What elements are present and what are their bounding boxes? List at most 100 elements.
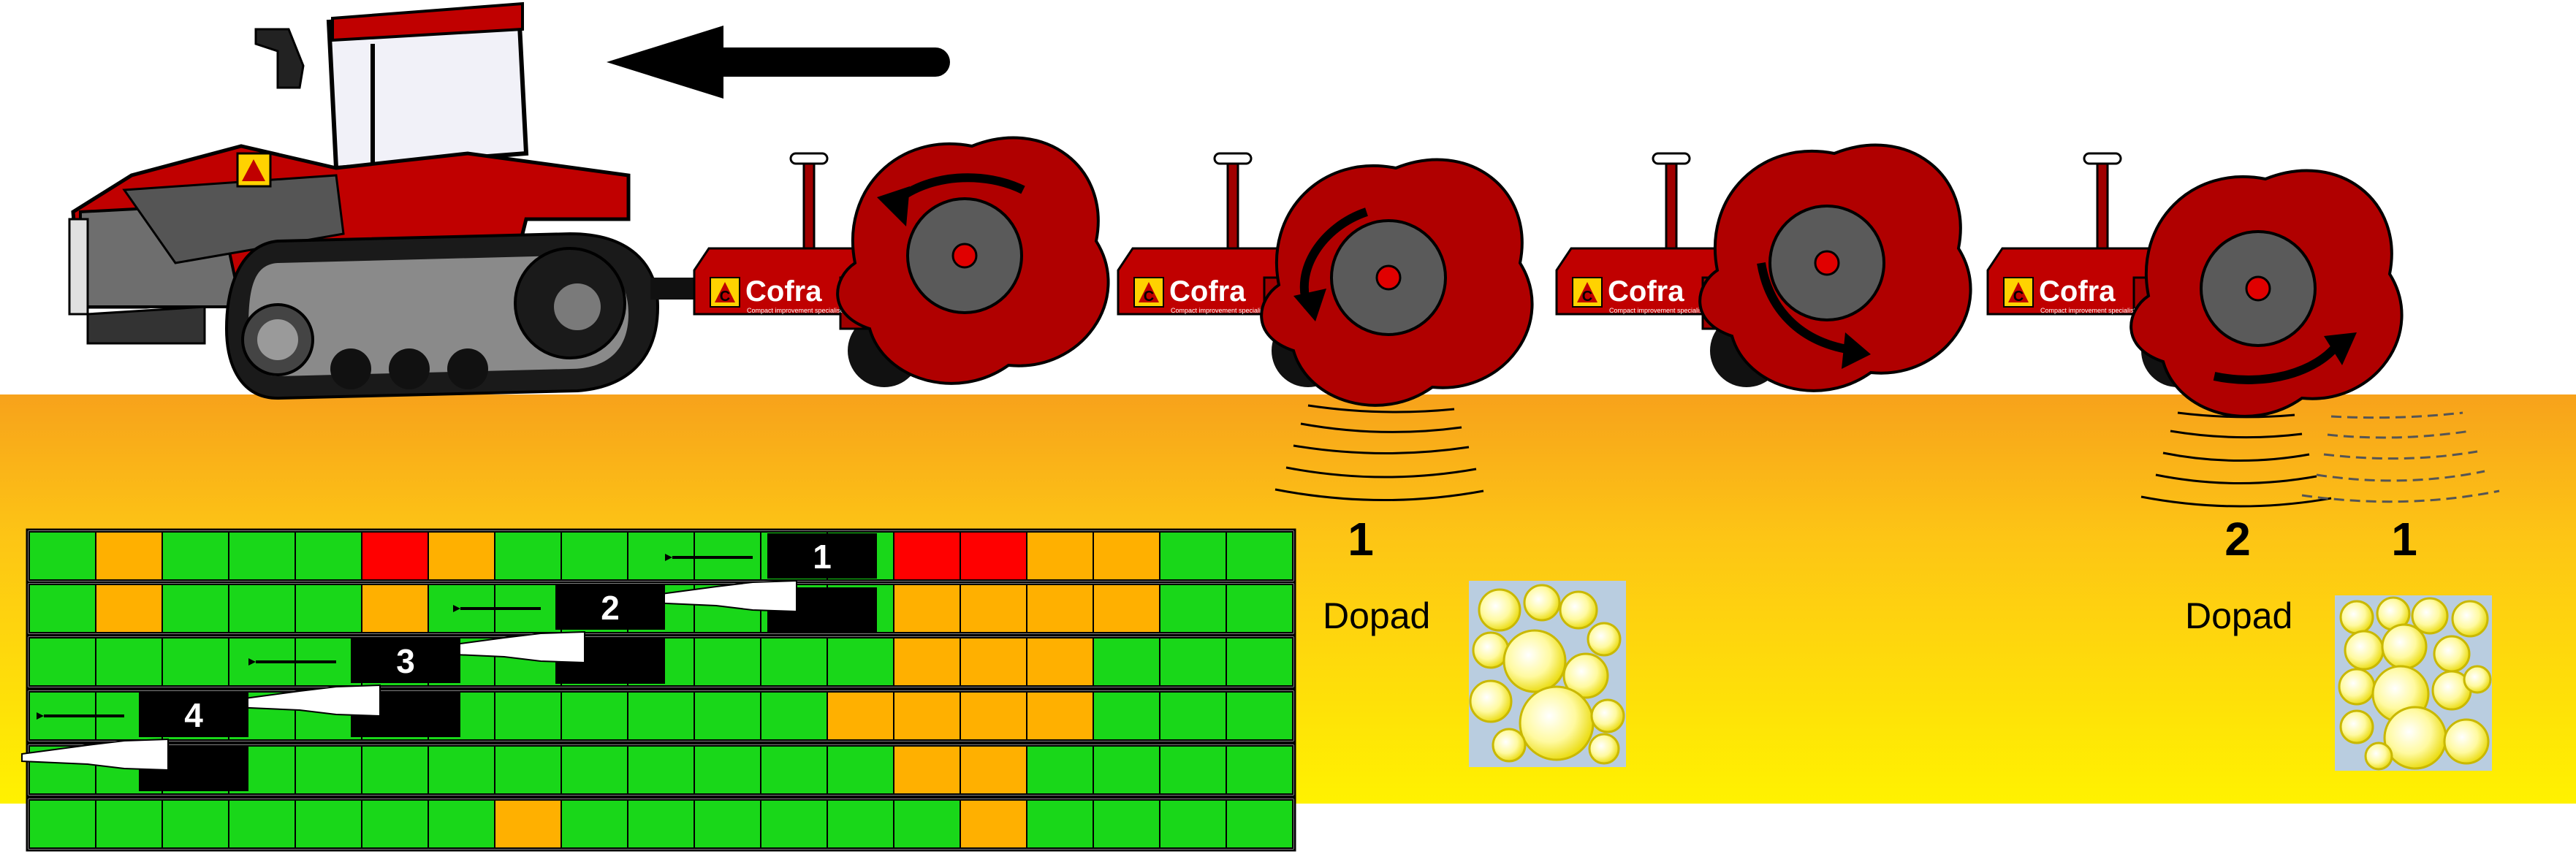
arrow-left-icon [607, 26, 950, 99]
grid-cell [893, 745, 961, 795]
grid-cell [627, 691, 695, 741]
tractor-icon [68, 1, 709, 400]
pass-number: 4 [184, 696, 203, 734]
pass-block [555, 584, 665, 630]
grid-cell [561, 799, 628, 849]
grid-cell [1026, 531, 1094, 581]
grid-cell [893, 637, 961, 687]
grid-cell [95, 637, 163, 687]
grid-cell [827, 637, 894, 687]
grid-cell [162, 799, 229, 849]
grid-cell [1226, 799, 1293, 849]
pass-marker-2: 2 [438, 584, 665, 684]
grid-cell [760, 637, 828, 687]
grid-cell [960, 799, 1027, 849]
grid-cell [428, 799, 495, 849]
grid-cell [893, 584, 961, 633]
grid-cell [361, 799, 429, 849]
grid-cell [561, 691, 628, 741]
grid-cell [494, 745, 562, 795]
grid-cell [561, 745, 628, 795]
pass-drawbar [21, 738, 169, 771]
grid-cell [1026, 584, 1094, 633]
pass-marker-1: 1 [650, 533, 877, 633]
grid-cell [1093, 637, 1160, 687]
grid-cell [694, 637, 761, 687]
grid-cell [1026, 745, 1094, 795]
right-compaction-label: Dopad [2185, 595, 2292, 636]
grid-cell [295, 745, 362, 795]
soil-particles-icon [1469, 581, 1626, 767]
pass-marker-3: 3 [233, 638, 460, 737]
grid-cell [428, 531, 495, 581]
impact-waves-right [2140, 411, 2332, 508]
pass-drawbar [650, 579, 797, 613]
grid-cell [893, 799, 961, 849]
grid-cell [960, 637, 1027, 687]
grid-cell [1093, 531, 1160, 581]
pass-number: 2 [601, 589, 620, 627]
grid-cell [1026, 637, 1094, 687]
grid-cell [827, 745, 894, 795]
grid-cell [228, 799, 296, 849]
grid-cell [561, 531, 628, 581]
grid-cell [162, 637, 229, 687]
grid-cell [627, 745, 695, 795]
grid-cell [428, 745, 495, 795]
grid-cell [960, 584, 1027, 633]
impact-waves-dashed [2301, 411, 2500, 503]
grid-cell [29, 531, 96, 581]
grid-cell [694, 745, 761, 795]
grid-cell [29, 637, 96, 687]
grid-cell [1226, 745, 1293, 795]
grid-cell [694, 799, 761, 849]
grid-cell [960, 691, 1027, 741]
grid-cell [295, 799, 362, 849]
grid-cell [228, 584, 296, 633]
pass-marker-4: 4 [21, 692, 248, 791]
grid-cell [694, 691, 761, 741]
grid-cell [29, 584, 96, 633]
grid-cell [760, 745, 828, 795]
grid-cell [494, 799, 562, 849]
grid-cell [960, 531, 1027, 581]
grid-cell [1159, 584, 1227, 633]
grid-cell [1026, 799, 1094, 849]
compaction-grid [26, 528, 1296, 852]
grid-cell [295, 584, 362, 633]
grid-cell [95, 531, 163, 581]
grid-cell [361, 584, 429, 633]
grid-cell [1226, 637, 1293, 687]
grid-cell [29, 799, 96, 849]
left-compaction-label: Dopad [1323, 595, 1430, 636]
grid-cell [1026, 691, 1094, 741]
pass-markers: 1 2 3 4 [21, 533, 877, 791]
pass-number: 3 [396, 642, 415, 680]
grid-cell [1093, 745, 1160, 795]
grid-cell [95, 584, 163, 633]
grid-cell [494, 691, 562, 741]
grid-cell [893, 691, 961, 741]
grid-cell [1159, 799, 1227, 849]
grid-cell [760, 691, 828, 741]
roller-unit-2 [1117, 152, 1534, 502]
grid-cell [1093, 584, 1160, 633]
pass-drawbar [233, 684, 381, 717]
grid-cell [1159, 637, 1227, 687]
curved-arrow-icon [2213, 340, 2342, 384]
grid-cell [295, 531, 362, 581]
soil-particles-icon [2335, 595, 2492, 771]
pass-number: 1 [813, 538, 832, 576]
grid-cell [960, 745, 1027, 795]
roller-unit-4 [1986, 152, 2500, 508]
grid-cell [1159, 691, 1227, 741]
grid-cell [494, 531, 562, 581]
grid-cell [760, 799, 828, 849]
impact-waves-left [1274, 404, 1484, 502]
grid-cell [1093, 799, 1160, 849]
grid-cell [228, 531, 296, 581]
grid-cell [162, 531, 229, 581]
roller-unit-3 [1555, 143, 1972, 392]
grid-cell [361, 531, 429, 581]
